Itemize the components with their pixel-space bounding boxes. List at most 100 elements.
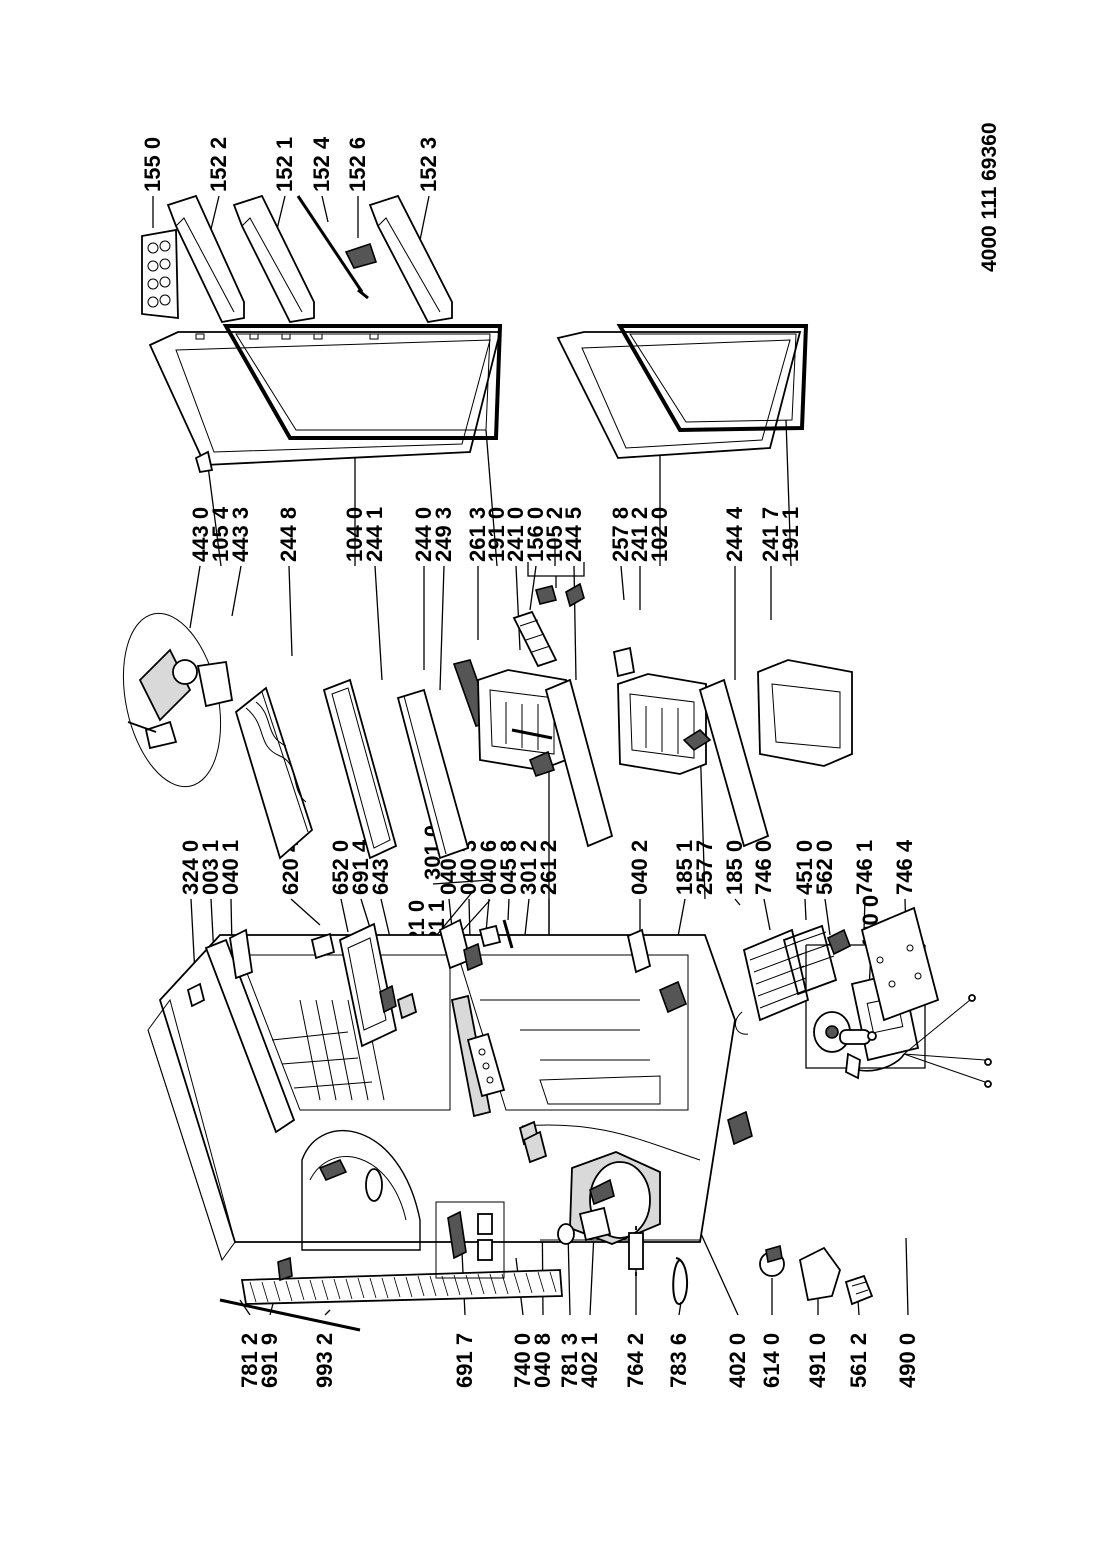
fridge-door	[148, 331, 502, 466]
rear-panel	[860, 906, 940, 1022]
part-label: 764 2	[623, 1333, 648, 1388]
freezer-shelf	[698, 678, 770, 848]
starter-relay	[844, 1274, 874, 1306]
part-label: 402 0	[725, 1333, 750, 1388]
electrical-parts	[759, 994, 992, 1306]
part-label: 443 0	[188, 507, 213, 562]
part-label: 614 0	[759, 1333, 784, 1388]
filter-drier	[628, 1226, 644, 1276]
shelves-drawers	[122, 610, 853, 860]
freezer-drawer	[477, 669, 567, 771]
part-label: 402 1	[577, 1333, 602, 1388]
part-label: 652 0	[328, 840, 353, 895]
bottle-clip	[344, 242, 378, 269]
drain-cup	[557, 1223, 575, 1245]
part-label: 781 2	[237, 1333, 262, 1388]
thermostat-knob	[379, 984, 397, 1014]
part-label: 324 0	[178, 840, 203, 895]
shelf-support	[528, 750, 556, 778]
part-label: 781 3	[557, 1333, 582, 1388]
wine-rack	[234, 686, 314, 860]
part-label: 249 3	[431, 507, 456, 562]
lower-hinge	[626, 928, 652, 974]
part-label: 040 6	[476, 840, 501, 895]
capillary-tube	[672, 1257, 689, 1305]
part-label: 152 1	[272, 137, 297, 192]
control-unit	[466, 1032, 506, 1098]
foot-cover	[658, 980, 688, 1014]
evaporator	[734, 928, 810, 1035]
part-label: 185 0	[722, 840, 747, 895]
freezer-door-gasket	[616, 324, 809, 433]
hinge-parts	[535, 582, 585, 608]
part-label: 155 0	[140, 137, 165, 192]
door-balconies	[141, 194, 453, 324]
part-label: 301 2	[516, 840, 541, 895]
part-label: 562 0	[812, 840, 837, 895]
freezer-shelf	[544, 678, 614, 848]
relay-cover	[798, 1246, 841, 1302]
bottom-freezer-drawer	[757, 659, 853, 767]
part-label: 746 0	[751, 840, 776, 895]
part-label: 691 9	[257, 1333, 282, 1388]
part-label: 152 2	[206, 137, 231, 192]
part-label: 244 1	[362, 507, 387, 562]
overload-protector	[759, 1244, 785, 1277]
hinge-washer	[478, 924, 502, 948]
part-label: 746 1	[852, 840, 877, 895]
part-label: 993 2	[312, 1333, 337, 1388]
balcony-shelf	[166, 194, 245, 324]
freezer-door	[556, 331, 802, 459]
thermostat-sensor	[318, 1158, 348, 1182]
bottom-labels: 781 2 691 9 993 2 691 7 740 0 040 8 781 …	[237, 1333, 920, 1388]
part-label: 244 8	[276, 507, 301, 562]
capacitor	[839, 1029, 877, 1045]
part-label: 244 5	[561, 507, 586, 562]
defrost-heater	[782, 924, 838, 996]
glass-shelf	[322, 678, 398, 860]
part-label: 451 0	[792, 840, 817, 895]
crisper-cover	[396, 688, 470, 860]
drain-rod	[219, 1298, 361, 1332]
fridge-door-gasket	[195, 324, 503, 440]
door-clip	[277, 1256, 293, 1282]
compressor	[569, 1151, 661, 1245]
hinge-bracket	[229, 928, 253, 980]
part-label: 152 3	[416, 137, 441, 192]
left-middle-labels: 324 0 003 1 040 1 620 4 652 0 691 4 643 …	[178, 839, 917, 895]
defrost-sensor	[826, 928, 852, 956]
hinge-cap	[186, 982, 206, 1008]
hinge-cover	[194, 450, 214, 474]
part-label: 783 6	[666, 1333, 691, 1388]
lamp-cover	[196, 660, 234, 708]
balcony-shelf	[232, 194, 315, 323]
part-label: 740 0	[510, 1333, 535, 1388]
lamp-holder	[310, 932, 336, 960]
part-label: 105 4	[208, 506, 233, 562]
part-label: 257 8	[608, 507, 633, 562]
balcony-shelf	[368, 194, 453, 323]
foot-cover	[727, 1110, 753, 1146]
doors	[148, 324, 809, 608]
part-label: 003 1	[198, 840, 223, 895]
part-label: 241 7	[758, 507, 783, 562]
part-label: 040 8	[530, 1333, 555, 1388]
drawer-flap	[612, 646, 636, 678]
part-label: 443 3	[228, 507, 253, 562]
egg-tray	[141, 228, 179, 320]
part-label: 491 0	[805, 1333, 830, 1388]
part-label: 261 3	[465, 507, 490, 562]
part-label: 490 0	[895, 1333, 920, 1388]
refrigerator-cabinet	[147, 934, 736, 1332]
hinge-and-evaporator-parts	[186, 906, 940, 1146]
part-label: 561 2	[846, 1333, 871, 1388]
lamp-kit-box	[435, 1201, 505, 1279]
part-label: 045 8	[496, 840, 521, 895]
lamp-switch	[396, 992, 418, 1020]
part-label: 152 4	[309, 136, 334, 192]
ice-cube-tray	[512, 610, 558, 668]
part-label: 152 6	[345, 137, 370, 192]
top-labels: 155 0 152 2 152 1 152 4 152 6 152 3	[140, 136, 441, 192]
part-label: 040 1	[218, 840, 243, 895]
